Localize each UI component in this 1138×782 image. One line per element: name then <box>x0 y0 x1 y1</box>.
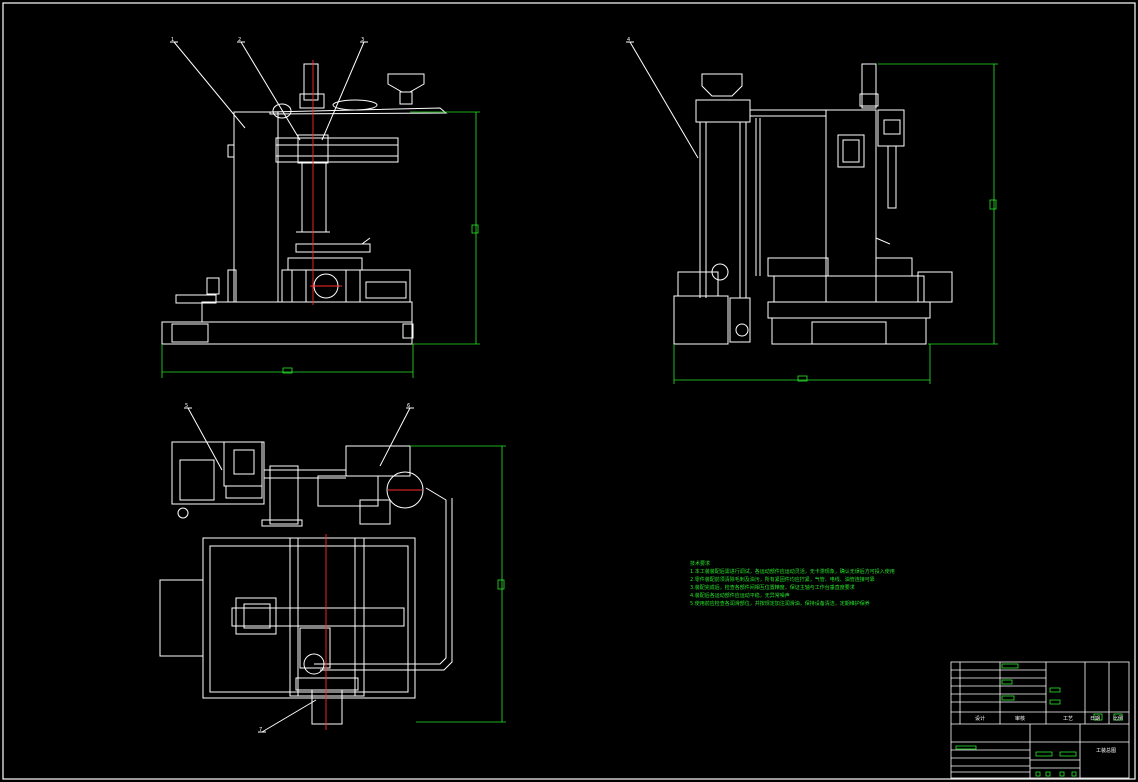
leader-tag: 5 <box>185 403 188 409</box>
notes-heading: 技术要求 <box>690 561 711 567</box>
side-view <box>626 41 953 345</box>
leader-tag: 4 <box>627 37 630 43</box>
top-view-dimensions <box>410 445 506 723</box>
leader-tag: 6 <box>407 403 410 409</box>
title-block-label: 日期 <box>1090 716 1100 722</box>
notes-line: 2.零件装配前须清除毛刺及油污，所有紧固件均应拧紧，气管、电线、油管连接可靠 <box>690 577 875 583</box>
leader-tag: 2 <box>238 37 241 43</box>
leader-tag: 3 <box>361 37 364 43</box>
title-block-label: 设计 <box>975 715 985 722</box>
drawing-name: 工装总图 <box>1096 747 1116 754</box>
title-block-marks <box>955 663 1123 777</box>
notes-line: 5.使用前应检查各润滑部位，并按规定加注润滑油，保持设备清洁，定期维护保养 <box>690 601 870 607</box>
title-block-label: 审核 <box>1015 715 1025 722</box>
title-block <box>950 661 1130 779</box>
front-view-dimensions <box>161 111 480 378</box>
leader-tag: 1 <box>171 37 174 43</box>
leader-tags: 1 2 3 4 5 6 7 <box>171 37 630 733</box>
title-block-label: 工艺 <box>1063 716 1073 722</box>
top-view <box>159 407 453 733</box>
technical-notes: 技术要求 1.本工装装配后需进行调试，各运动部件应运动灵活，无卡滞现象，确认无误… <box>690 560 920 608</box>
notes-line: 1.本工装装配后需进行调试，各运动部件应运动灵活，无卡滞现象，确认无误后方可投入… <box>690 569 895 575</box>
title-block-text: 设计 审核 工艺 日期 比例 工装总图 <box>975 715 1123 754</box>
title-block-label: 比例 <box>1113 715 1123 722</box>
side-view-dimensions <box>673 63 998 384</box>
notes-line: 4.装配后各运动部件应运动平稳，无异常噪声 <box>690 593 790 599</box>
leader-tag: 7 <box>259 727 262 733</box>
notes-line: 3.装配完成后，检查各部件间相互位置精度，保证主轴与工作台垂直度要求 <box>690 585 855 591</box>
front-view <box>161 41 448 345</box>
